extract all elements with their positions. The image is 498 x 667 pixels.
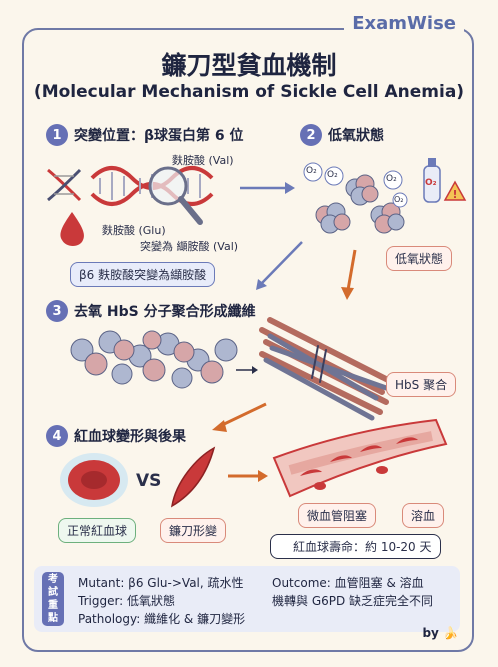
page-frame [22,28,474,652]
step-number: 4 [46,425,68,447]
exam-line: Pathology: 纖維化 & 鐮刀變形 [78,612,246,626]
exam-points-box: 考 試 重 點 Mutant: β6 Glu->Val, 疏水性 Trigger… [34,566,460,632]
exam-line: Mutant: β6 Glu->Val, 疏水性 [78,576,244,590]
o2-label: O₂ [327,170,338,180]
exam-line: 機轉與 G6PD 缺乏症完全不同 [272,594,434,608]
exam-tag-char: 考 [48,574,58,585]
hypoxia-pill: 低氧狀態 [386,246,453,271]
magnifier-icon [148,166,203,225]
val-label: 麩胺酸 (Val) [172,154,234,167]
step-number: 2 [300,124,322,146]
exam-line: Trigger: 低氧狀態 [78,594,176,608]
step-label: 低氧狀態 [328,128,384,144]
step-label: 去氧 HbS 分子聚合形成纖維 [74,304,256,320]
oxygen-tank-icon [423,158,441,203]
step-2-header: 2 低氧狀態 [300,124,384,146]
exam-tag-char: 重 [48,600,58,611]
hemolysis-pill: 溶血 [402,503,445,528]
arrow-right-icon [240,182,295,194]
page-subtitle: (Molecular Mechanism of Sickle Cell Anem… [33,82,465,102]
hbs-polymer-chain-icon [70,330,238,389]
vs-label: VS [136,471,162,491]
sickle-rbc-pill: 鐮刀形變 [160,518,227,543]
step-4-header: 4 紅血球變形與後果 [46,425,186,447]
normal-rbc-icon [60,453,128,507]
page-title: 鐮刀型貧血機制 [161,51,337,80]
blood-drop-icon [60,212,84,246]
exam-line: Outcome: 血管阻塞 & 溶血 [272,576,424,590]
step-number: 1 [46,124,68,146]
o2-label: O₂ [386,174,397,184]
sickle-rbc-icon [170,446,216,508]
step-number: 3 [46,300,68,322]
normal-rbc-pill: 正常紅血球 [58,518,137,543]
arrow-down-orange-icon [341,249,357,300]
tank-label: O₂ [425,178,437,188]
hbs-fiber-bundle-icon [259,317,395,421]
svg-text:!: ! [452,188,457,201]
arrow-left-orange-icon [212,402,267,432]
glu-label: 麩胺酸 (Glu) [102,224,166,237]
exam-tag-char: 試 [48,587,58,598]
step-3-header: 3 去氧 HbS 分子聚合形成纖維 [46,300,256,322]
oxygen-bubble-icon [303,162,408,208]
step-label: 突變位置：β球蛋白第 6 位 [74,128,244,144]
banana-icon: 🍌 [443,626,458,640]
mutation-label: 突變為 纈胺酸 (Val) [140,240,239,253]
warning-icon: ! [443,180,467,201]
arrow-right-orange-icon [228,470,268,482]
small-dna-icon [47,168,82,202]
blood-vessel-icon [272,418,448,498]
byline: by 🍌 [422,626,458,640]
exam-tag-char: 點 [48,613,58,624]
hemoglobin-cluster-icon [315,174,405,234]
exam-tag: 考 試 重 點 [42,572,64,626]
arrow-down-left-icon [256,241,303,290]
step-label: 紅血球變形與後果 [74,429,186,445]
o2-label: O₂ [306,166,317,176]
brand-logo: ExamWise [344,13,464,34]
mutation-pill: β6 麩胺酸突變為纈胺酸 [70,262,216,287]
lifespan-pill: 紅血球壽命：約 10-20 天 [270,534,441,559]
polymer-pill: HbS 聚合 [386,372,457,397]
o2-label: O₂ [394,195,404,204]
vessel-block-pill: 微血管阻塞 [298,503,377,528]
step-1-header: 1 突變位置：β球蛋白第 6 位 [46,124,244,146]
byline-text: by [422,626,439,640]
